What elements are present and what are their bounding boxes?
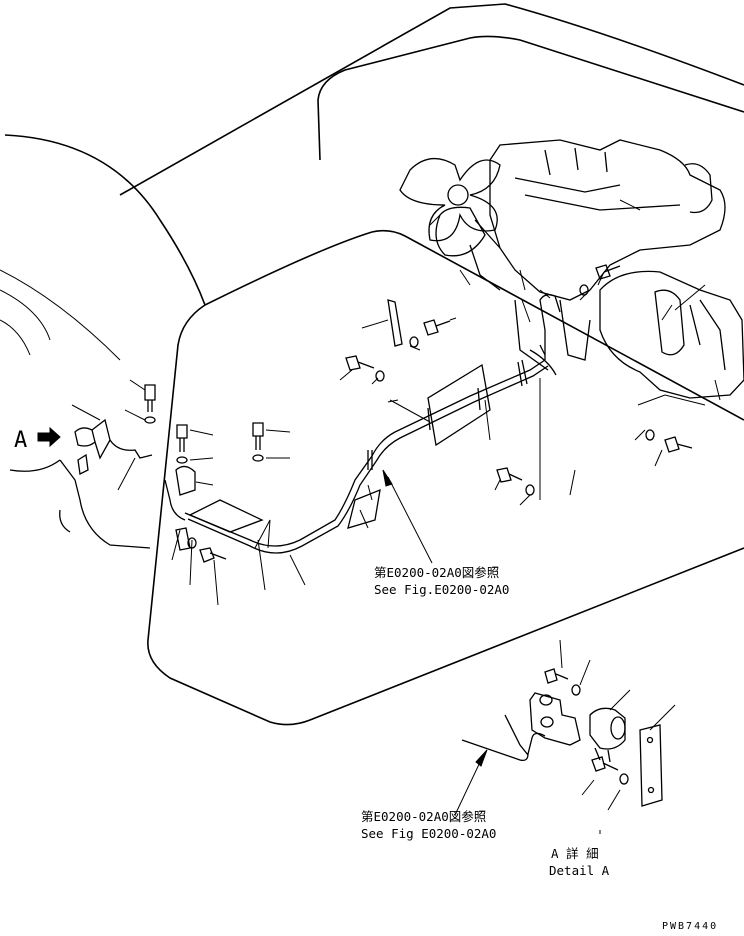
- detail-a-drawing: [454, 639, 676, 834]
- sensor-left: [9, 418, 153, 549]
- view-label-a: A: [14, 428, 27, 453]
- view-arrow-a: [37, 426, 61, 448]
- engine-assembly: [399, 139, 744, 399]
- detail-label-en: Detail A: [549, 863, 610, 878]
- reference-top-en: See Fig.E0200-02A0: [374, 582, 509, 597]
- detail-label-jp: A 詳 細: [551, 846, 599, 861]
- reference-bottom-en: See Fig E0200-02A0: [361, 826, 496, 841]
- leader-lines: [71, 199, 721, 606]
- bolts-main: [144, 264, 693, 563]
- drawing-code: PWB7440: [662, 921, 718, 931]
- cable-harness: [164, 294, 561, 554]
- cab-outline: [0, 3, 744, 726]
- reference-top-jp: 第E0200-02A0図参照: [374, 565, 499, 580]
- reference-bottom-jp: 第E0200-02A0図参照: [361, 809, 486, 824]
